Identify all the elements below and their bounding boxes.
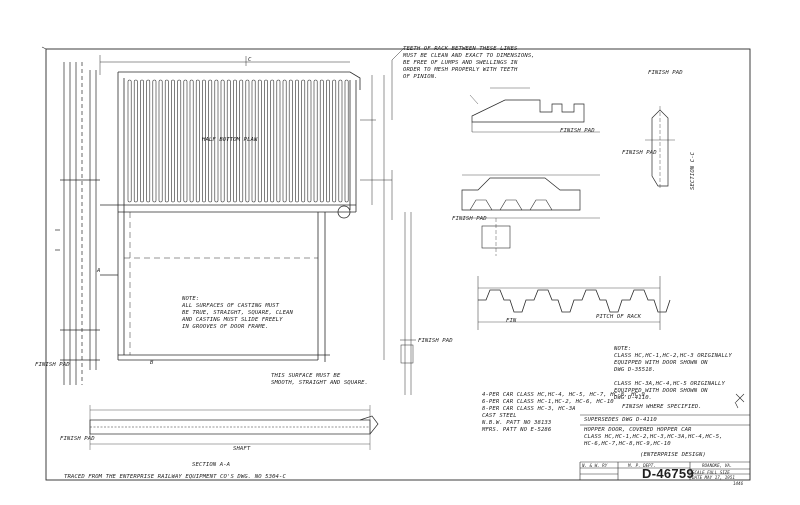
finish-pad-label-4: FINISH PAD (452, 216, 487, 222)
rack-rib (146, 79, 151, 203)
finish-pad-label-3: FINISH PAD (560, 128, 595, 134)
dim-a-label: A (97, 268, 101, 274)
left-members (55, 62, 100, 385)
scale: SCALE FULL SIZE (692, 470, 730, 475)
rack-rib (239, 79, 244, 203)
casting-note: NOTE: ALL SURFACES OF CASTING MUST BE TR… (182, 296, 293, 330)
rack-rib (270, 79, 275, 203)
teeth-note: TEETH OF RACK BETWEEN THESE LINES MUST B… (403, 46, 535, 80)
rack-rib (301, 79, 306, 203)
department: M. P. DEPT. (628, 463, 656, 468)
surface-note: THIS SURFACE MUST BE SMOOTH, STRAIGHT AN… (271, 373, 369, 386)
section-aa-label: SECTION A-A (192, 462, 231, 468)
rack-rib (177, 79, 182, 203)
supersedes-text: SUPERSEDES DWG D-4110 (584, 417, 657, 423)
section-aa (89, 405, 379, 450)
rack-rib (251, 79, 256, 203)
rack-rib (332, 79, 337, 203)
finish-pad-label-6: FINISH PAD (648, 70, 683, 76)
rack-rib (164, 79, 169, 203)
rack-rib (127, 79, 132, 203)
rack-rib (295, 79, 299, 203)
traced-note: TRACED FROM THE ENTERPRISE RAILWAY EQUIP… (64, 474, 286, 480)
sheet-border (45, 48, 751, 481)
railway-name: N. & W. RY (582, 463, 608, 468)
city: ROANOKE, VA. (702, 463, 733, 468)
per-car-note: 4-PER CAR CLASS HC,HC-4, HC-5, HC-7, HC-… (482, 392, 645, 433)
rack-rib (288, 79, 293, 203)
rack-rib (313, 79, 318, 203)
rack-rib (344, 79, 349, 203)
finish-pad-label: FINISH PAD (60, 436, 95, 442)
fin-label: FIN (506, 318, 517, 324)
section-cc-label: SECTION C-C (690, 151, 696, 190)
finish-where-note: FINISH WHERE SPECIFIED. (622, 404, 702, 410)
rack-rib (338, 79, 343, 203)
pencil-mark (734, 393, 745, 409)
plan-dimensions (99, 47, 416, 395)
finish-pad-label-7: FINISH PAD (35, 362, 70, 368)
drawing-number: D-46759 (642, 466, 694, 481)
rack-rib (264, 79, 268, 203)
rack-rib (152, 79, 157, 203)
section-cc (645, 106, 675, 190)
title-block-lines (579, 414, 750, 480)
rack-rib (158, 79, 163, 203)
rack-rib (140, 79, 144, 203)
finish-pad-label-5: FINISH PAD (622, 150, 657, 156)
rack-ribs (127, 79, 349, 203)
rack-profile (477, 276, 671, 330)
plan-outline (100, 71, 361, 362)
class-note: NOTE: CLASS HC,HC-1,HC-2,HC-3 ORIGINALLY… (614, 346, 732, 401)
rack-rib (233, 79, 237, 203)
date: DATE MAY 17, 1951 (692, 475, 735, 480)
rack-rib (245, 79, 250, 203)
rack-rib (257, 79, 262, 203)
rack-rib (276, 79, 281, 203)
detail-middle (461, 174, 600, 256)
rack-rib (319, 79, 324, 203)
rack-rib (133, 79, 138, 203)
rack-rib (307, 79, 312, 203)
rack-rib (282, 79, 287, 203)
rack-rib (195, 79, 200, 203)
sheet-code: 1446 (733, 481, 744, 486)
half-bottom-plan-label: HALF BOTTOM PLAN (202, 137, 258, 143)
rack-rib (202, 79, 206, 203)
detail-upper (469, 87, 600, 133)
shaft-label: SHAFT (233, 446, 251, 452)
rack-rib (183, 79, 188, 203)
rack-rib (171, 79, 175, 203)
pitch-of-rack-label: PITCH OF RACK (596, 314, 642, 320)
dim-c-label: C (248, 57, 252, 63)
rack-rib (208, 79, 213, 203)
rack-rib (220, 79, 225, 203)
rack-rib (189, 79, 194, 203)
rack-rib (214, 79, 219, 203)
rack-rib (326, 79, 330, 203)
rack-rib (226, 79, 231, 203)
dim-b-label: B (150, 360, 154, 366)
drawing-title: HOPPER DOOR, COVERED HOPPER CAR CLASS HC… (584, 427, 723, 447)
enterprise-design: (ENTERPRISE DESIGN) (640, 452, 706, 458)
finish-pad-label-2: FINISH PAD (418, 338, 453, 344)
